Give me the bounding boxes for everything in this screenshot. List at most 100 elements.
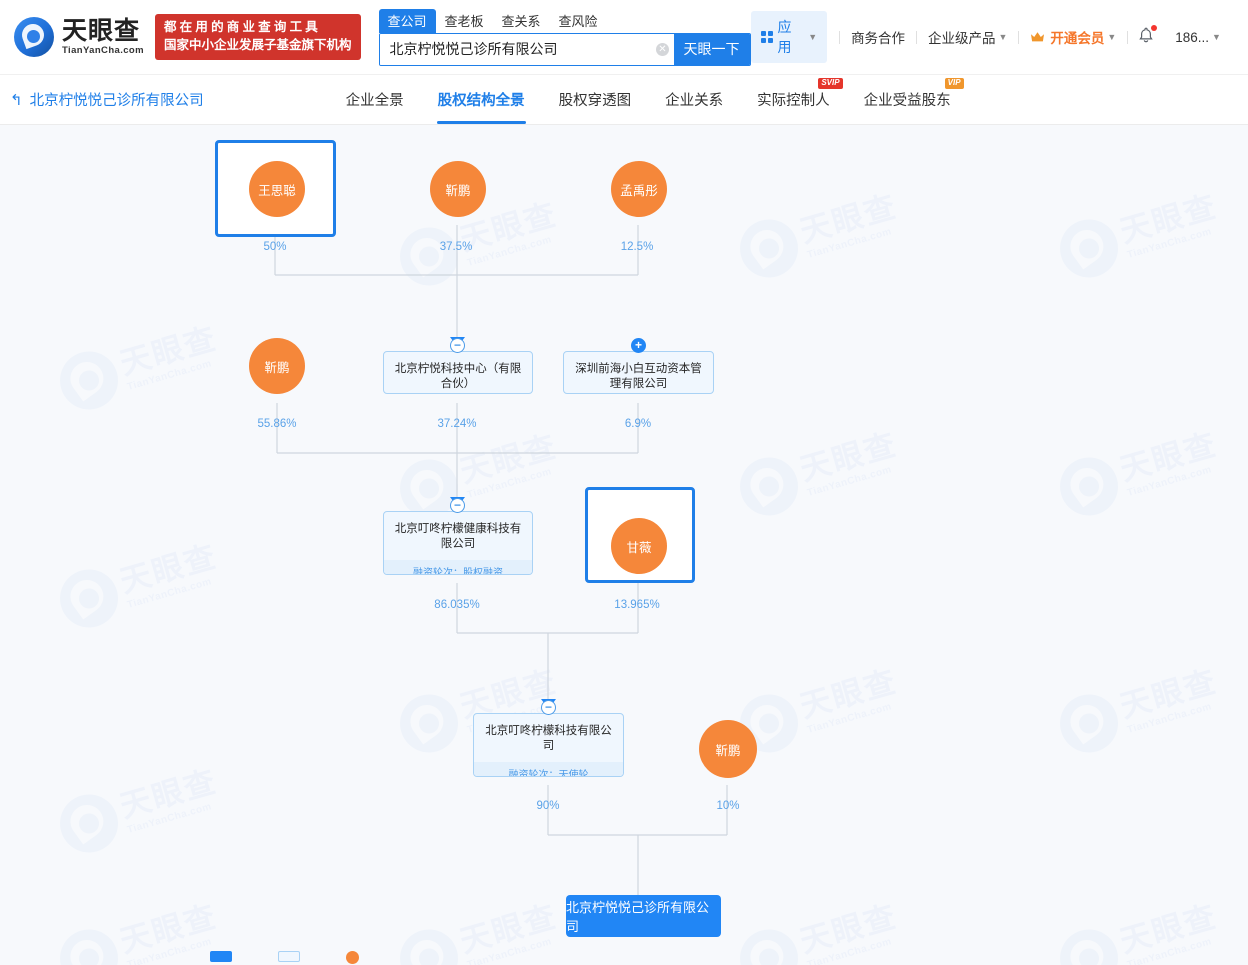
watermark-logo-icon <box>393 687 465 760</box>
divider <box>1018 30 1020 44</box>
watermark-cn: 天眼查 <box>1115 662 1221 724</box>
back-to-company-button[interactable]: ↱ 北京柠悦悦己诊所有限公司 <box>0 89 204 110</box>
business-cooperation-label: 商务合作 <box>851 31 906 46</box>
ownership-percent: 10% <box>716 800 740 812</box>
expand-toggle-qianhai-xiaobai[interactable]: + <box>631 338 646 353</box>
search-tab-risk[interactable]: 查风险 <box>558 13 598 29</box>
person-node-jinpeng-t4[interactable]: 靳鹏 <box>699 720 757 778</box>
tab-actual-controller[interactable]: 实际控制人 SVIP <box>740 75 847 124</box>
site-logo[interactable]: 天眼查 TianYanCha.com <box>14 17 144 57</box>
tab-enterprise-relations[interactable]: 企业关系 <box>648 75 740 124</box>
tab-enterprise-overview[interactable]: 企业全景 <box>329 75 421 124</box>
company-node-dingdong-lemon-tech[interactable]: 北京叮咚柠檬科技有限公司 融资轮次：天使轮 <box>473 713 624 777</box>
search-tab-boss[interactable]: 查老板 <box>444 13 484 29</box>
search-tabs: 查公司 查老板 查关系 查风险 <box>378 8 751 33</box>
watermark-logo-icon <box>53 787 125 860</box>
node-label: 靳鹏 <box>445 182 471 198</box>
watermark-en: TianYanCha.com <box>1125 700 1213 736</box>
logo-cn-text: 天眼查 <box>62 16 141 46</box>
tab-equity-penetration[interactable]: 股权穿透图 <box>542 75 649 124</box>
open-membership-button[interactable]: 开通会员 ▼ <box>1019 27 1127 47</box>
watermark-en: TianYanCha.com <box>805 700 893 736</box>
site-header: 天眼查 TianYanCha.com 都在用的商业查询工具 国家中小企业发展子基… <box>0 0 1248 75</box>
enterprise-products-menu[interactable]: 企业级产品 ▼ <box>917 27 1018 47</box>
clear-icon: ✕ <box>656 42 669 56</box>
watermark-logo-icon <box>1053 212 1125 285</box>
watermark-cn: 天眼查 <box>795 187 901 249</box>
tab-beneficial-shareholder[interactable]: 企业受益股东 VIP <box>847 75 968 124</box>
person-node-jinpeng-t1[interactable]: 靳鹏 <box>430 161 486 217</box>
search-tab-company[interactable]: 查公司 <box>378 8 436 33</box>
watermark-logo-icon <box>53 562 125 635</box>
breadcrumb-company-name: 北京柠悦悦己诊所有限公司 <box>29 93 204 109</box>
company-node-lemon-tech-center[interactable]: 北京柠悦科技中心（有限合伙） <box>383 351 533 394</box>
search-tab-relation[interactable]: 查关系 <box>501 13 541 29</box>
node-label: 北京叮咚柠檬健康科技有限公司 <box>394 521 522 551</box>
watermark-cn: 天眼查 <box>795 897 901 959</box>
collapse-toggle-lemon-tech-center[interactable]: − <box>450 338 465 353</box>
watermark-cn: 天眼查 <box>455 427 561 489</box>
search-input[interactable] <box>379 33 652 65</box>
target-company-node[interactable]: 北京柠悦悦己诊所有限公司 <box>566 895 721 937</box>
ownership-percent: 37.5% <box>439 241 473 253</box>
chevron-down-icon: ▼ <box>808 32 818 42</box>
person-node-mengyutong[interactable]: 孟禹彤 <box>611 161 667 217</box>
person-node-wangsicong[interactable]: 王思聪 <box>249 161 305 217</box>
node-label: 北京柠悦悦己诊所有限公司 <box>566 901 710 935</box>
business-cooperation-link[interactable]: 商务合作 <box>840 27 916 47</box>
company-node-dingdong-lemon-health[interactable]: 北京叮咚柠檬健康科技有限公司 融资轮次：股权融资 <box>383 511 533 575</box>
watermark-logo-icon <box>1053 450 1125 523</box>
crown-icon <box>1030 31 1045 43</box>
legend-item-person <box>346 951 365 964</box>
watermark-cn: 天眼查 <box>455 897 561 959</box>
promo-banner: 都在用的商业查询工具 国家中小企业发展子基金旗下机构 <box>154 14 361 60</box>
watermark-cn: 天眼查 <box>1115 187 1221 249</box>
search-button[interactable]: 天眼一下 <box>673 33 750 65</box>
company-node-qianhai-xiaobai[interactable]: 深圳前海小白互动资本管理有限公司 <box>563 351 714 394</box>
ownership-percent: 90% <box>536 800 560 812</box>
node-label: 靳鹏 <box>264 359 290 375</box>
notifications-button[interactable] <box>1128 25 1164 47</box>
ownership-percent: 86.035% <box>434 599 480 611</box>
logo-en-text: TianYanCha.com <box>62 45 144 57</box>
watermark-logo-icon <box>1053 687 1125 760</box>
watermark-logo-icon <box>53 344 125 417</box>
node-label: 北京柠悦科技中心（有限合伙） <box>394 361 522 391</box>
tianyancha-logo-icon <box>14 17 54 57</box>
node-label: 北京叮咚柠檬科技有限公司 <box>485 723 612 753</box>
watermark-en: TianYanCha.com <box>805 463 893 499</box>
legend-item-target <box>210 951 238 962</box>
account-label: 186... <box>1175 29 1210 45</box>
svip-badge: SVIP <box>818 78 843 89</box>
collapse-toggle-dingdong-health[interactable]: − <box>450 498 465 513</box>
node-funding-round: 融资轮次：天使轮 <box>474 762 623 776</box>
node-label: 甘薇 <box>626 539 652 555</box>
chevron-down-icon: ▼ <box>1212 32 1221 42</box>
tab-label: 股权结构全景 <box>437 93 525 109</box>
person-node-jinpeng-t2[interactable]: 靳鹏 <box>249 338 305 394</box>
ownership-percent: 37.24% <box>437 418 477 430</box>
person-node-ganwei[interactable]: 甘薇 <box>611 518 667 574</box>
tab-equity-structure[interactable]: 股权结构全景 <box>421 75 542 124</box>
legend-item-company <box>278 951 306 962</box>
account-menu[interactable]: 186... ▼ <box>1164 30 1232 45</box>
chart-legend <box>0 951 1248 965</box>
watermark-cn: 天眼查 <box>115 319 221 381</box>
watermark-en: TianYanCha.com <box>805 225 893 261</box>
watermark-cn: 天眼查 <box>795 662 901 724</box>
apps-button[interactable]: 应用 ▼ <box>750 11 828 63</box>
clear-search-button[interactable]: ✕ <box>652 34 674 65</box>
legend-swatch-person-icon <box>346 951 359 964</box>
collapse-toggle-dingdong-lemon-tech[interactable]: − <box>541 700 556 715</box>
search-zone: 查公司 查老板 查关系 查风险 ✕ 天眼一下 <box>378 8 751 66</box>
legend-swatch-target-icon <box>210 951 232 962</box>
watermark-cn: 天眼查 <box>1115 425 1221 487</box>
sub-navigation: ↱ 北京柠悦悦己诊所有限公司 企业全景 股权结构全景 股权穿透图 企业关系 实际… <box>0 75 1248 125</box>
